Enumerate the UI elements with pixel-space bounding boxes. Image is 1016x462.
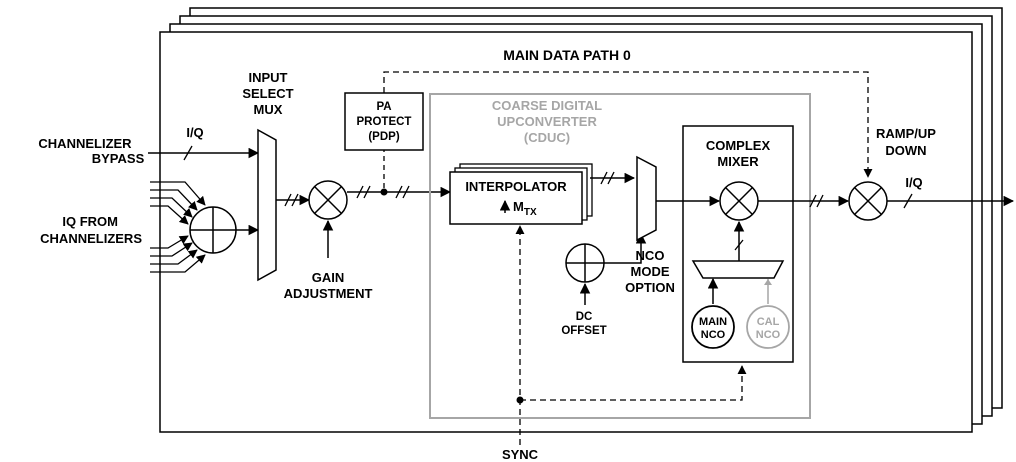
cduc-label-2: UPCONVERTER (497, 114, 597, 129)
gain-adjustment-label-1: GAIN (312, 270, 345, 285)
main-nco (691, 305, 735, 349)
complex-mixer-label-1: COMPLEX (706, 138, 771, 153)
cduc-box (429, 93, 811, 419)
mux-label-1: INPUT (249, 70, 288, 85)
bypass-bus-tick (183, 145, 193, 161)
cal-nco-label-2: NCO (756, 329, 781, 341)
channelizer-bypass-label-1: CHANNELIZER (38, 136, 132, 151)
main-nco-label-1: MAIN (699, 316, 727, 328)
channelizer-bypass-label-2: BYPASS (92, 151, 145, 166)
interpolator-label: INTERPOLATOR (465, 179, 567, 194)
iq-from-channelizers-label-1: IQ FROM (62, 214, 118, 229)
pa-to-ramp-dashed (383, 71, 873, 178)
dc-offset-label-2: OFFSET (561, 325, 606, 337)
pa-protect-label-2: PROTECT (357, 116, 412, 128)
nco-mode-mux (636, 155, 657, 242)
ncomux-bus-tick-1 (600, 171, 608, 185)
interp-factor-main: M (513, 199, 524, 214)
ramp-label-1: RAMP/UP (876, 126, 936, 141)
gain-bus-tick-1 (356, 185, 364, 199)
nco-mode-label-1: NCO (636, 248, 665, 263)
interp-bus-tick-1 (395, 185, 403, 199)
pa-protect-label-3: (PDP) (368, 131, 399, 143)
gain-multiplier-x-2 (314, 186, 342, 214)
cal-nco (746, 305, 790, 349)
interp-bus-tick-2 (402, 185, 410, 199)
summing-input-lines (150, 181, 206, 273)
complex-mixer-label-2: MIXER (717, 154, 759, 169)
ncomux-bus-tick-2 (607, 171, 615, 185)
input-select-mux (257, 128, 277, 282)
iq-from-channelizers-label-2: CHANNELIZERS (40, 231, 142, 246)
interpolator-block (449, 171, 583, 225)
diagram-title: MAIN DATA PATH 0 (503, 47, 631, 63)
nco-select-mux (691, 260, 785, 279)
mux-label-3: MUX (254, 102, 283, 117)
pa-tap-dot (380, 188, 388, 196)
mux-bus-tick-1 (284, 193, 292, 207)
ramp-bus-tick-1 (809, 194, 817, 208)
nco-bus-tick (734, 239, 744, 251)
ramp-bus-tick-2 (816, 194, 824, 208)
pa-protect-label-1: PA (376, 101, 391, 113)
gain-adjustment-label-2: ADJUSTMENT (284, 286, 373, 301)
cduc-label-1: COARSE DIGITAL (492, 98, 602, 113)
bypass-iq-label: I/Q (186, 125, 203, 140)
cal-nco-label-1: CAL (757, 316, 780, 328)
cduc-label-3: (CDUC) (524, 130, 570, 145)
nco-mode-label-2: MODE (631, 264, 670, 279)
dc-offset-label-1: DC (576, 311, 593, 323)
sync-to-mixer-dashed (520, 365, 747, 401)
mixer-x-2 (725, 187, 753, 215)
dc-to-ncomux-line (604, 232, 647, 264)
pa-protect-block (344, 92, 424, 151)
gain-bus-tick-2 (363, 185, 371, 199)
output-iq-label: I/Q (905, 175, 922, 190)
main-frame (159, 31, 973, 433)
main-nco-label-2: NCO (701, 329, 726, 341)
ramp-x-2 (854, 187, 882, 215)
interp-factor: MTX (513, 199, 537, 218)
mux-label-2: SELECT (242, 86, 293, 101)
output-bus-tick (903, 193, 913, 209)
ramp-label-2: DOWN (885, 143, 926, 158)
interp-factor-sub: TX (524, 207, 537, 218)
nco-mode-label-3: OPTION (625, 280, 675, 295)
cal-nco-arrowhead (764, 279, 772, 285)
mux-bus-tick-2 (291, 193, 299, 207)
sync-label: SYNC (502, 447, 539, 462)
